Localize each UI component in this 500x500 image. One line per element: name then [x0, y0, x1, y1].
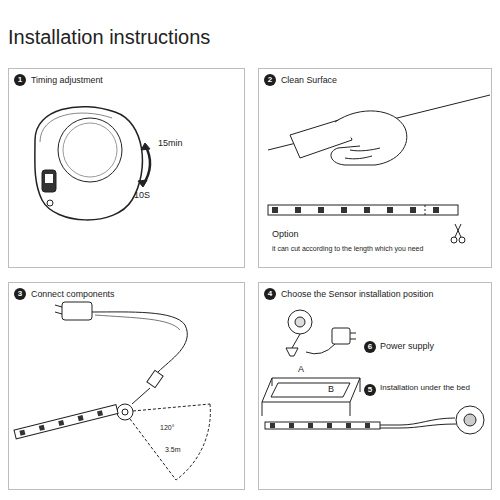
led-chip	[97, 410, 103, 416]
led-chip	[364, 207, 370, 213]
led-chips	[19, 410, 103, 435]
led-chip	[308, 423, 313, 428]
step-number: 4	[264, 288, 276, 300]
led-chip	[346, 423, 351, 428]
led-chip	[410, 207, 416, 213]
connection-drawing	[14, 302, 210, 480]
step-heading: Choose the Sensor installation position	[281, 288, 491, 300]
led-chip	[365, 423, 370, 428]
led-chip	[272, 207, 278, 213]
callout-number: 6	[364, 341, 376, 353]
time-value: 10S	[134, 190, 150, 200]
scissors-icon	[451, 224, 465, 243]
step-number: 2	[264, 74, 276, 86]
step-heading: Connect components	[31, 288, 244, 300]
step-panel: Connect components	[8, 282, 245, 490]
led-chip	[433, 207, 439, 213]
led-chip	[270, 423, 275, 428]
led-chip	[295, 207, 301, 213]
position-letter: B	[328, 384, 334, 394]
part-label: Installation under the bed	[380, 383, 470, 392]
bed-drawing	[262, 310, 484, 434]
step-number: 3	[14, 288, 26, 300]
led-chip	[318, 207, 324, 213]
cut-note: it can cut according to the length which…	[272, 245, 423, 253]
led-chip	[39, 425, 45, 431]
range-value: 3.5m	[165, 446, 181, 454]
step-heading: Timing adjustment	[31, 74, 244, 86]
option-note: Option	[272, 229, 299, 239]
led-chip	[289, 423, 294, 428]
step-panel: Timing adjustment	[8, 68, 245, 268]
time-value: 15min	[158, 138, 183, 148]
led-chip	[341, 207, 347, 213]
part-label: Power supply	[380, 341, 434, 351]
led-chip	[58, 420, 64, 426]
led-chips	[270, 423, 370, 428]
cleaning-drawing	[268, 95, 490, 215]
callout-number: 5	[364, 384, 376, 396]
step-heading: Clean Surface	[281, 74, 491, 86]
page-title: Installation instructions	[8, 26, 210, 49]
angle-value: 120°	[160, 424, 174, 432]
position-letter: A	[298, 364, 304, 374]
led-chip	[19, 430, 25, 436]
led-chip	[327, 423, 332, 428]
led-chips	[272, 207, 439, 213]
step-number: 1	[14, 74, 26, 86]
led-chip	[78, 415, 84, 421]
led-chip	[387, 207, 393, 213]
controller-drawing	[35, 107, 150, 220]
